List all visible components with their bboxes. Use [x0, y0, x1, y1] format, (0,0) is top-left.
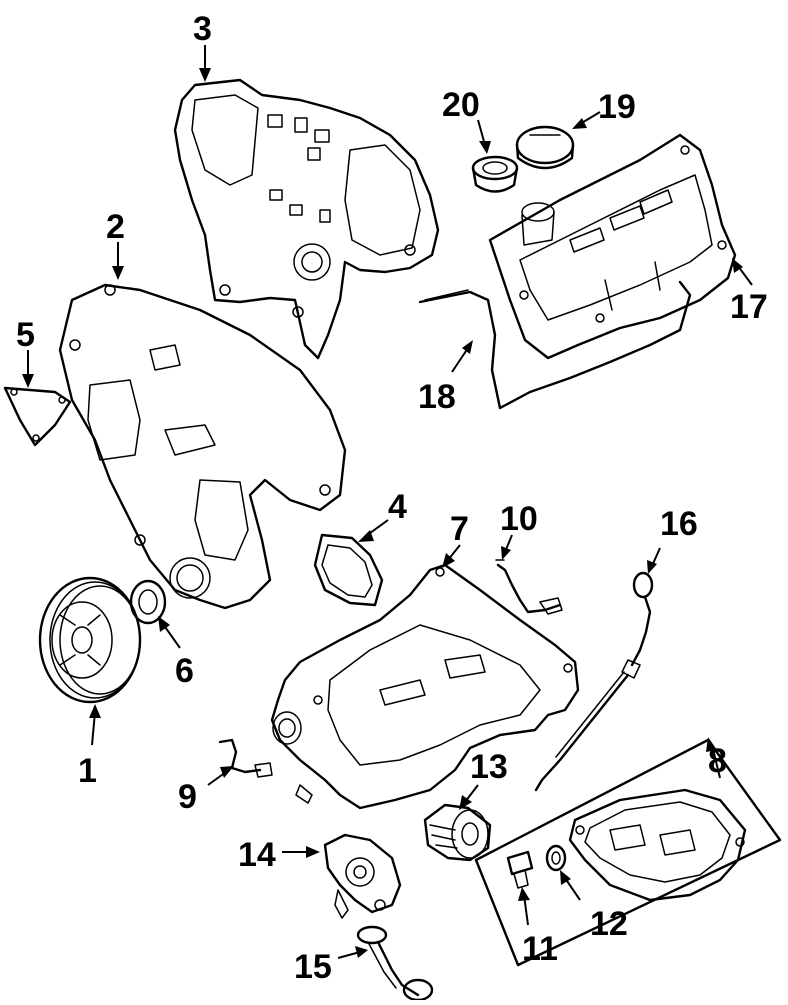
callout-18: 18	[418, 340, 473, 416]
callout-number: 8	[708, 742, 727, 780]
part-8-lower-oil-pan	[474, 738, 782, 967]
part-5-gasket	[3, 386, 72, 447]
callout-11: 11	[518, 887, 558, 968]
callout-number: 11	[522, 930, 558, 968]
callout-6: 6	[158, 616, 194, 690]
callout-4: 4	[358, 488, 407, 542]
callout-20: 20	[442, 86, 491, 154]
callout-number: 2	[106, 208, 125, 246]
callout-8: 8	[706, 737, 727, 780]
callout-2: 2	[106, 208, 125, 280]
callout-number: 17	[730, 288, 768, 326]
callout-17: 17	[730, 258, 768, 326]
callout-13: 13	[459, 748, 508, 810]
part-9-tube	[218, 738, 273, 778]
part-19-oil-cap	[515, 125, 575, 170]
callout-number: 12	[590, 905, 628, 943]
callout-12: 12	[560, 870, 628, 943]
callout-7: 7	[442, 510, 469, 568]
part-10-tube	[495, 559, 563, 615]
callout-1: 1	[78, 704, 101, 790]
callout-3: 3	[193, 10, 212, 82]
callout-number: 3	[193, 10, 212, 48]
callout-number: 16	[660, 505, 698, 543]
callout-number: 19	[598, 88, 636, 126]
part-20-cap-seal	[471, 155, 519, 193]
part-6-oil-seal	[129, 579, 167, 625]
part-14-oil-pump	[323, 833, 402, 919]
part-13-oil-filter	[423, 803, 492, 862]
part-17-valve-cover	[488, 133, 737, 360]
callout-number: 15	[294, 948, 332, 986]
callout-14: 14	[238, 836, 320, 874]
callout-5: 5	[16, 316, 35, 388]
part-12-washer	[545, 844, 567, 872]
callout-10: 10	[500, 500, 538, 560]
callout-number: 18	[418, 378, 456, 416]
callout-number: 9	[178, 778, 197, 816]
callout-number: 14	[238, 836, 276, 874]
part-11-drain-plug	[506, 850, 534, 889]
callout-number: 13	[470, 748, 508, 786]
callout-15: 15	[294, 946, 368, 986]
callout-number: 20	[442, 86, 480, 124]
part-15-oil-strainer	[356, 925, 434, 1002]
part-1-crank-pulley	[38, 576, 142, 704]
callout-number: 6	[175, 652, 194, 690]
part-18-valve-cover-gasket	[418, 280, 692, 410]
callout-number: 1	[78, 752, 97, 790]
callout-16: 16	[647, 505, 698, 574]
callout-number: 10	[500, 500, 538, 538]
part-16-dipstick	[534, 571, 654, 792]
callout-19: 19	[572, 88, 636, 129]
part-7-oil-pan-upper	[270, 563, 580, 810]
part-2-front-timing-cover	[58, 283, 347, 610]
part-3-upper-timing-cover	[173, 78, 440, 360]
callout-9: 9	[178, 766, 234, 816]
callout-number: 4	[388, 488, 407, 526]
callout-number: 7	[450, 510, 469, 548]
part-4-gasket	[313, 533, 384, 607]
callout-number: 5	[16, 316, 35, 354]
